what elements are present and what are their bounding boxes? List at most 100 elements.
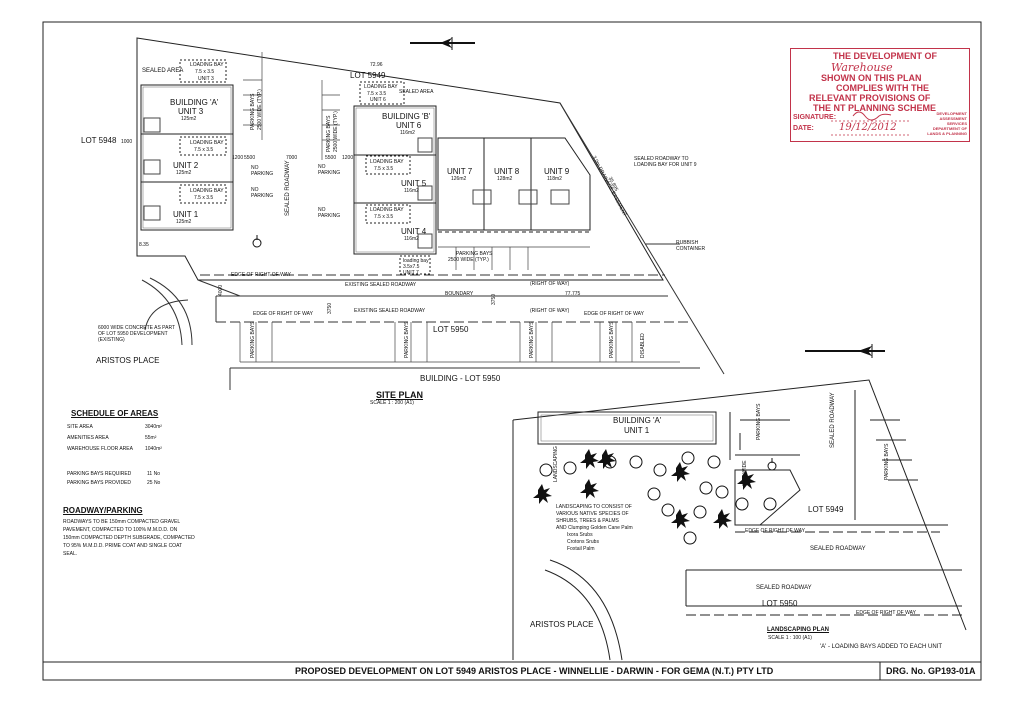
site-plan-title: SITE PLAN xyxy=(376,390,424,400)
wide-label: 3550 WIDE xyxy=(742,460,748,486)
loading-bay-label-3: LOADING BAY xyxy=(190,188,224,194)
lp-sealed-roadway: SEALED ROADWAY xyxy=(810,546,866,552)
palm-icons xyxy=(533,449,756,529)
schedule-title: SCHEDULE OF AREAS xyxy=(71,409,159,418)
dim-7296: 72.96 xyxy=(370,62,383,68)
wheelchair-icon xyxy=(252,235,777,471)
parking-row-value: 25 No xyxy=(147,480,161,486)
approval-stamp: THE DEVELOPMENT OF Warehouse SHOWN ON TH… xyxy=(790,48,970,142)
lp-edge-row-2: EDGE OF RIGHT OF WAY xyxy=(856,610,916,616)
landscape-note-line: Ixora Srubs xyxy=(567,532,593,538)
lp-lot-5949: LOT 5949 xyxy=(808,505,844,514)
unit-7-area: 126m2 xyxy=(451,176,467,182)
stamp-line-2: SHOWN ON THIS PLAN xyxy=(821,73,922,83)
loading-bay-b: LOADING BAY xyxy=(364,84,398,90)
sealed-roadway-note: SEALED ROADWAY TO LOADING BAY FOR UNIT 9 xyxy=(634,156,697,168)
parking-bays-lot5950-2: PARKING BAYS xyxy=(404,321,410,359)
parking-row-label: PARKING BAYS PROVIDED xyxy=(67,480,131,486)
unit-9-area: 118m2 xyxy=(547,176,562,182)
dim-1200-2: 1200 xyxy=(342,155,354,161)
no-parking-2: NO PARKING xyxy=(251,187,274,199)
edge-row-2: EDGE OF RIGHT OF WAY xyxy=(253,311,313,317)
loading-bay-b3: LOADING BAY xyxy=(370,207,404,213)
bay-size-b3: 7.5 x 3.5 xyxy=(374,214,394,220)
lot-5950-parking xyxy=(239,322,680,363)
stamp-handwritten: Warehouse xyxy=(831,61,893,74)
no-parking-4: NO PARKING xyxy=(318,207,341,219)
dim-3750-2: 3750 xyxy=(491,293,497,305)
parking-bays-stripes xyxy=(243,52,590,270)
no-parking-3: NO PARKING xyxy=(318,164,341,176)
lp-lot-5950: LOT 5950 xyxy=(762,599,798,608)
schedule-row-value: 3040m² xyxy=(145,424,162,430)
site-plan-scale: SCALE 1 : 200 (A1) xyxy=(370,400,414,406)
lp-parking-bays-2: PARKING BAYS xyxy=(884,443,890,481)
unit-7-label: UNIT 7 xyxy=(447,167,473,176)
stamp-department: DEVELOPMENT ASSESSMENT SERVICES DEPARTME… xyxy=(927,111,967,136)
project-title: PROPOSED DEVELOPMENT ON LOT 5949 ARISTOS… xyxy=(295,666,774,676)
loading-bay-b2: LOADING BAY xyxy=(370,159,404,165)
north-arrow-icon-2 xyxy=(805,344,885,358)
existing-sealed-roadway-1: EXISTING SEALED ROADWAY xyxy=(345,282,417,288)
landscaping-plan-scale: SCALE 1 : 100 (A1) xyxy=(768,635,812,641)
landscape-plants xyxy=(539,451,777,545)
building-lot-5950: BUILDING - LOT 5950 xyxy=(420,374,501,383)
landscape-unit-label: UNIT 1 xyxy=(624,426,650,435)
landscape-note-line: AND Clumping Golden Cane Palm xyxy=(556,525,633,531)
aristos-place-curves xyxy=(141,277,241,346)
stamp-line-5: THE NT PLANNING SCHEME xyxy=(813,103,937,113)
drawing-number: DRG. No. GP193-01A xyxy=(886,666,976,676)
dim-5500-2: 5500 xyxy=(325,155,337,161)
loading-bays-note: 'A' - LOADING BAYS ADDED TO EACH UNIT xyxy=(820,644,942,650)
schedule-row-label: AMENITIES AREA xyxy=(67,435,109,441)
building-a-outline xyxy=(140,59,234,231)
bay-size-b: 7.5 x 3.5 xyxy=(367,91,387,97)
stamp-signature-line xyxy=(831,111,911,136)
roadway-line: SEAL. xyxy=(63,551,78,557)
lp-sealed-roadway-2: SEALED ROADWAY xyxy=(756,585,812,591)
unit-6-area: 116m2 xyxy=(400,130,415,136)
landscape-building-label: BUILDING 'A' xyxy=(613,416,662,425)
stamp-signature-label: SIGNATURE: xyxy=(793,114,837,121)
right-of-way-2: (RIGHT OF WAY) xyxy=(530,308,570,314)
loading-bay-label: LOADING BAY xyxy=(190,62,224,68)
lp-edge-row: EDGE OF RIGHT OF WAY xyxy=(745,528,805,534)
rubbish-container-label: RUBBISH CONTAINER xyxy=(676,240,706,252)
roadway-line: PAVEMENT, COMPACTED TO 100% M.M.D.D. ON xyxy=(63,527,178,533)
loading-bay-unit7: loading bay 3.5x7.5 UNIT 7 xyxy=(403,258,429,276)
roadway-line: ROADWAYS TO BE 150mm COMPACTED GRAVEL xyxy=(63,519,181,525)
lot-5949-label: LOT 5949 xyxy=(350,71,386,80)
no-parking-1: NO PARKING xyxy=(251,165,274,177)
lp-sealed-roadway-v: SEALED ROADWAY xyxy=(830,392,836,448)
landscape-note-line: Crotons Srubs xyxy=(567,539,599,545)
parking-bays-typ: 2500 WIDE (TYP.) xyxy=(257,89,263,130)
parking-bays-row-typ: 2500 WIDE (TYP.) xyxy=(448,257,489,263)
schedule-row-label: SITE AREA xyxy=(67,424,93,430)
unit-2-area: 125m2 xyxy=(176,170,192,176)
bay-size-label-2: 7.5 x 3.5 xyxy=(194,147,214,153)
stamp-line-3: COMPLIES WITH THE xyxy=(836,83,929,93)
dim-1000: 1000 xyxy=(121,139,133,145)
sealed-roadway-vertical: SEALED ROADWAY xyxy=(285,160,291,216)
dim-8035: 8.35 xyxy=(139,242,149,248)
disabled-bay-label: DISABLED xyxy=(640,333,646,358)
dim-77775: 77.775 xyxy=(565,291,581,297)
landscape-plan-linework xyxy=(512,379,967,661)
sealed-area-label: SEALED AREA xyxy=(142,68,184,74)
bay-size-label: 7.5 x 3.5 xyxy=(195,69,215,75)
schedule-row-value: 1040m² xyxy=(145,446,162,452)
right-of-way-1: (RIGHT OF WAY) xyxy=(530,281,570,287)
landscape-note-line: LANDSCAPING TO CONSIST OF xyxy=(556,504,632,510)
landscaping-vertical: LANDSCAPING xyxy=(553,446,559,482)
dim-3750: 3750 xyxy=(327,302,333,314)
schedule-row-value: 55m² xyxy=(145,435,157,441)
edge-row-1: EDGE OF RIGHT OF WAY xyxy=(231,272,291,278)
building-b-label: BUILDING 'B' xyxy=(382,112,431,121)
landscape-note-line: SHRUBS, TREES & PALMS xyxy=(556,518,619,524)
lp-parking-bays: PARKING BAYS xyxy=(756,403,762,441)
units-7-9-outline xyxy=(437,137,591,233)
parking-bays-typ-2: 2500 WIDE (TYP.) xyxy=(333,111,339,152)
concrete-note: 6000 WIDE CONCRETE AS PART OF LOT 5950 D… xyxy=(98,325,175,343)
loading-bay-label-2: LOADING BAY xyxy=(190,140,224,146)
